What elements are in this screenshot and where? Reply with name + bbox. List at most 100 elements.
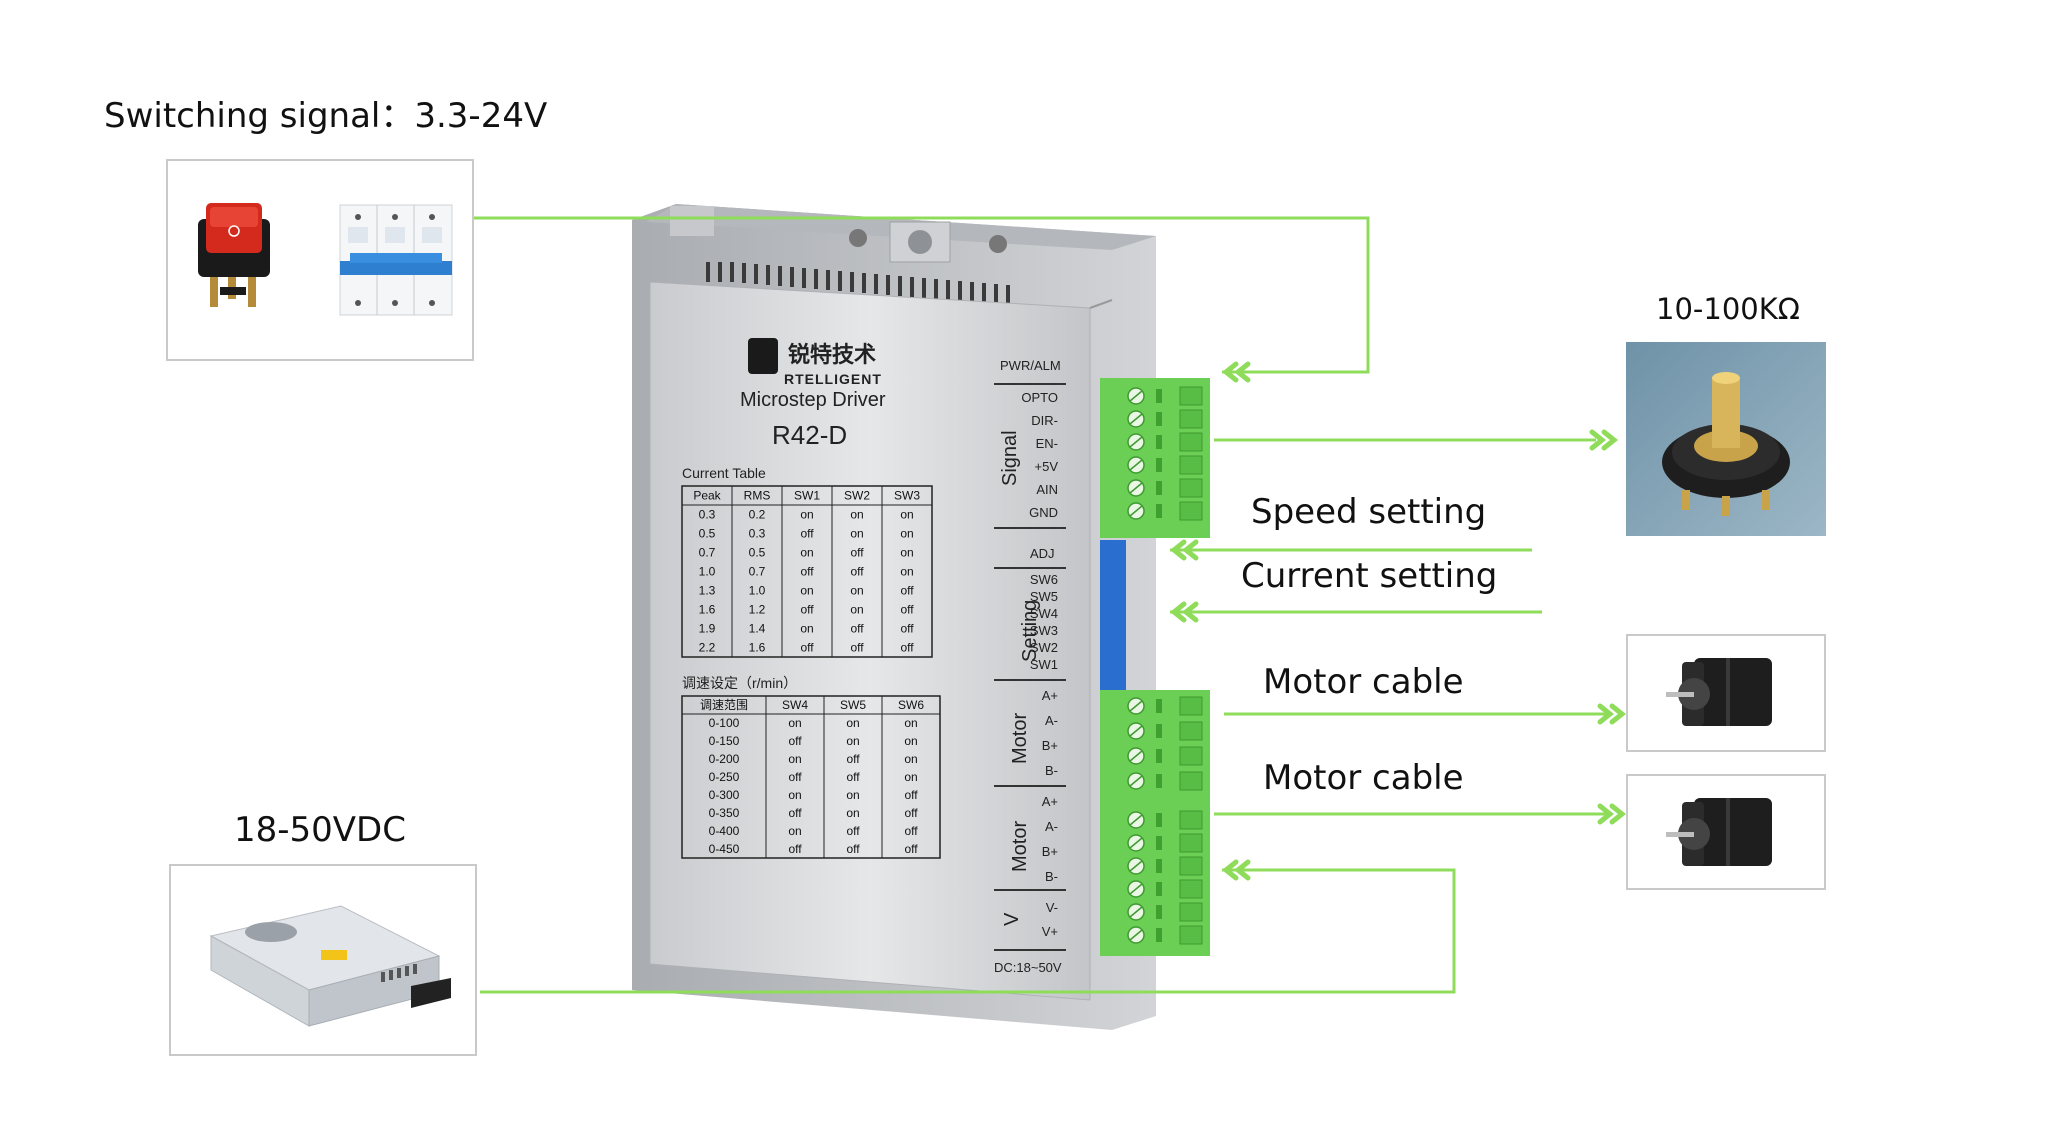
table-cell: off bbox=[800, 641, 814, 655]
table-cell: off bbox=[846, 770, 860, 784]
table-cell: 1.6 bbox=[749, 641, 766, 655]
power-pin-labels: V-V+ bbox=[1042, 900, 1058, 939]
table-cell: on bbox=[904, 770, 917, 784]
table-header-cell: 调速范围 bbox=[700, 698, 748, 712]
brand-logo-icon bbox=[748, 338, 778, 374]
table-cell: 0-400 bbox=[709, 824, 740, 838]
table-cell: off bbox=[900, 584, 914, 598]
pin-label: SW1 bbox=[1030, 657, 1058, 672]
arrow-left-power bbox=[1221, 859, 1251, 881]
speed-table-title: 调速设定（r/min） bbox=[682, 675, 797, 691]
motor-group-label-2: Motor bbox=[1009, 821, 1031, 872]
pin-label: A- bbox=[1045, 713, 1058, 728]
table-cell: on bbox=[904, 734, 917, 748]
driver-brand-cn: 锐特技术 bbox=[788, 342, 876, 367]
table-cell: on bbox=[900, 546, 913, 560]
table-cell: 0.5 bbox=[699, 527, 716, 541]
stepper-motor-icon-1 bbox=[1666, 658, 1772, 726]
table-cell: on bbox=[850, 603, 863, 617]
table-header-cell: SW2 bbox=[844, 489, 870, 503]
power-supply-box bbox=[169, 864, 477, 1056]
table-cell: off bbox=[846, 752, 860, 766]
table-cell: on bbox=[900, 565, 913, 579]
driver-housing bbox=[632, 204, 1156, 1030]
switch-devices-illustration bbox=[198, 203, 453, 316]
table-cell: off bbox=[900, 603, 914, 617]
setting-group-label: Setting bbox=[1019, 600, 1041, 662]
current-table-title: Current Table bbox=[682, 465, 766, 481]
switching-signal-label: Switching signal：3.3-24V bbox=[104, 96, 548, 136]
potentiometer-label: 10-100KΩ bbox=[1656, 292, 1800, 326]
table-cell: off bbox=[800, 565, 814, 579]
arrow-heads bbox=[1169, 361, 1627, 881]
table-cell: on bbox=[850, 508, 863, 522]
table-cell: 0.7 bbox=[749, 565, 766, 579]
table-cell: on bbox=[800, 508, 813, 522]
arrow-right-motor-1 bbox=[1597, 703, 1627, 725]
table-cell: on bbox=[788, 716, 801, 730]
terminal-screw-icon bbox=[1127, 772, 1145, 790]
stepper-motor-icon-2 bbox=[1666, 798, 1772, 866]
arrow-left-current bbox=[1169, 601, 1199, 623]
table-cell: on bbox=[846, 716, 859, 730]
table-cell: 0-200 bbox=[709, 752, 740, 766]
driver-model: R42-D bbox=[772, 420, 847, 450]
pin-label: A+ bbox=[1042, 794, 1058, 809]
motor-pin-labels-2: A+A-B+B- bbox=[1042, 794, 1058, 884]
table-cell: 0-450 bbox=[709, 842, 740, 856]
arrow-right-motor-2 bbox=[1597, 803, 1627, 825]
pin-label: B- bbox=[1045, 869, 1058, 884]
table-cell: off bbox=[850, 622, 864, 636]
table-cell: off bbox=[850, 641, 864, 655]
table-cell: 0-300 bbox=[709, 788, 740, 802]
power-supply-icon bbox=[209, 905, 451, 1027]
terminal-screw-icon bbox=[1127, 387, 1145, 405]
table-cell: 0-350 bbox=[709, 806, 740, 820]
terminal-screw-icon bbox=[1127, 903, 1145, 921]
rocker-switch-icon bbox=[198, 203, 270, 307]
table-cell: 0-100 bbox=[709, 716, 740, 730]
dip-switch-block bbox=[1100, 540, 1126, 690]
table-cell: off bbox=[904, 806, 918, 820]
pin-label: SW3 bbox=[1030, 623, 1058, 638]
pin-label: SW4 bbox=[1030, 606, 1058, 621]
pin-label: AIN bbox=[1036, 482, 1058, 497]
table-cell: 1.4 bbox=[749, 622, 766, 636]
table-cell: off bbox=[800, 603, 814, 617]
table-cell: off bbox=[900, 622, 914, 636]
signal-group-label: Signal bbox=[999, 430, 1021, 486]
table-cell: off bbox=[900, 641, 914, 655]
table-header-cell: SW6 bbox=[898, 698, 924, 712]
pin-label: V+ bbox=[1042, 924, 1058, 939]
table-cell: 1.3 bbox=[699, 584, 716, 598]
table-cell: off bbox=[904, 824, 918, 838]
motor-cable-label-2: Motor cable bbox=[1263, 758, 1464, 798]
motor-terminal-block-2 bbox=[1100, 806, 1210, 956]
driver-product: Microstep Driver bbox=[740, 389, 886, 411]
table-cell: off bbox=[904, 842, 918, 856]
table-cell: 1.9 bbox=[699, 622, 716, 636]
terminal-screw-icon bbox=[1127, 747, 1145, 765]
table-cell: 0.7 bbox=[699, 546, 716, 560]
table-cell: 0.3 bbox=[749, 527, 766, 541]
table-cell: on bbox=[800, 584, 813, 598]
terminal-screw-icon bbox=[1127, 811, 1145, 829]
pin-label: B+ bbox=[1042, 738, 1058, 753]
motor-terminal-block-1 bbox=[1100, 690, 1210, 806]
terminal-screw-icon bbox=[1127, 479, 1145, 497]
table-cell: on bbox=[788, 752, 801, 766]
table-cell: 0.5 bbox=[749, 546, 766, 560]
terminal-blocks bbox=[1100, 378, 1210, 956]
wire-power-supply bbox=[480, 868, 1456, 994]
table-cell: 1.6 bbox=[699, 603, 716, 617]
table-cell: off bbox=[850, 565, 864, 579]
table-cell: on bbox=[800, 622, 813, 636]
terminal-screw-icon bbox=[1127, 926, 1145, 944]
power-supply-label: 18-50VDC bbox=[234, 810, 406, 850]
table-cell: 0-250 bbox=[709, 770, 740, 784]
table-cell: 1.0 bbox=[749, 584, 766, 598]
table-cell: off bbox=[846, 824, 860, 838]
terminal-screw-icon bbox=[1127, 880, 1145, 898]
